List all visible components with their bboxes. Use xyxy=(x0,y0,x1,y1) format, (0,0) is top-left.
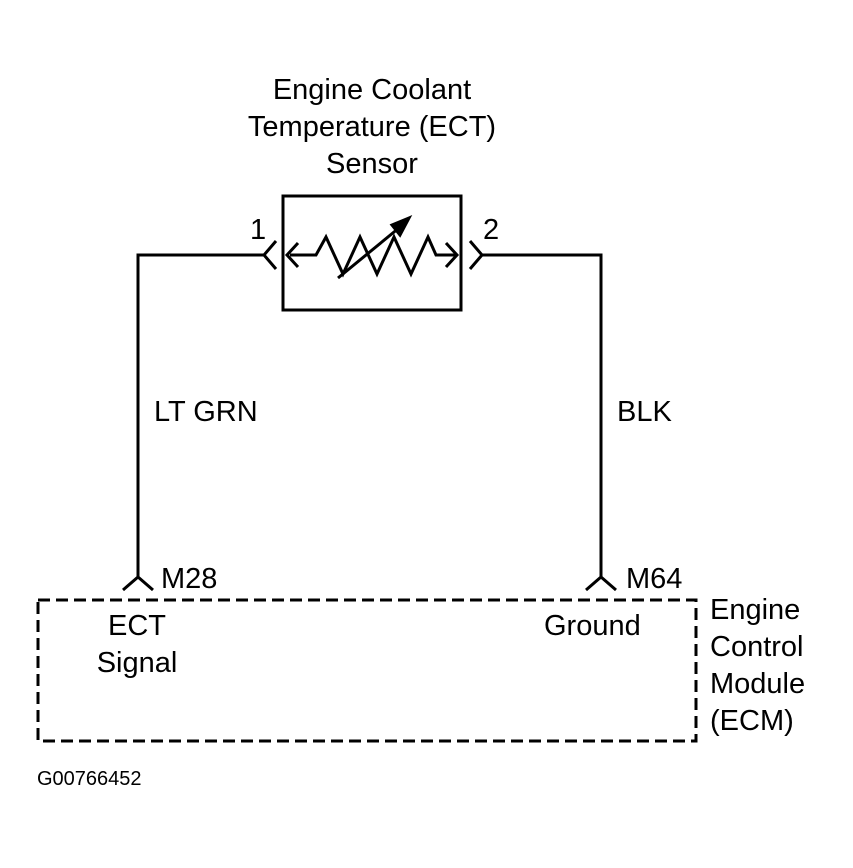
pin-2-label: 2 xyxy=(483,214,500,246)
ecm-title-line-3: Module xyxy=(710,668,806,700)
pin-1-label: 1 xyxy=(250,214,267,246)
wire-color-left: LT GRN xyxy=(154,396,258,428)
sensor-box xyxy=(281,194,463,312)
connector-m28 xyxy=(122,575,154,592)
sensor-title-line-1: Engine Coolant xyxy=(272,74,472,106)
ecm-title: Engine Control Module (ECM) xyxy=(710,592,805,740)
connector-m64 xyxy=(585,575,617,592)
wire-blk xyxy=(482,253,603,577)
ecm-ground-terminal: Ground xyxy=(544,610,641,642)
connector-m64-label: M64 xyxy=(626,563,683,595)
variable-arrow xyxy=(337,221,406,280)
ecm-title-line-1: Engine xyxy=(710,594,801,626)
sensor-title: Engine Coolant Temperature (ECT) Sensor xyxy=(222,72,522,183)
wire-lt-grn xyxy=(136,253,264,577)
ect-signal-line-1: ECT xyxy=(108,610,166,642)
terminal-2-connector xyxy=(468,240,484,270)
figure-id: G00766452 xyxy=(37,768,142,790)
ecm-ect-signal-terminal: ECT Signal xyxy=(72,608,202,682)
wire-color-right: BLK xyxy=(617,396,672,428)
ecm-title-line-4: (ECM) xyxy=(710,705,794,737)
ecm-box xyxy=(36,598,698,743)
sensor-title-line-3: Sensor xyxy=(326,148,418,180)
resistor-symbol xyxy=(290,233,455,278)
ecm-title-line-2: Control xyxy=(710,631,804,663)
sensor-arrow-right xyxy=(444,241,460,269)
connector-m28-label: M28 xyxy=(161,563,218,595)
ect-signal-line-2: Signal xyxy=(96,647,178,679)
sensor-arrow-left xyxy=(284,241,300,269)
sensor-title-line-2: Temperature (ECT) xyxy=(247,111,497,143)
variable-arrowhead xyxy=(389,215,413,238)
